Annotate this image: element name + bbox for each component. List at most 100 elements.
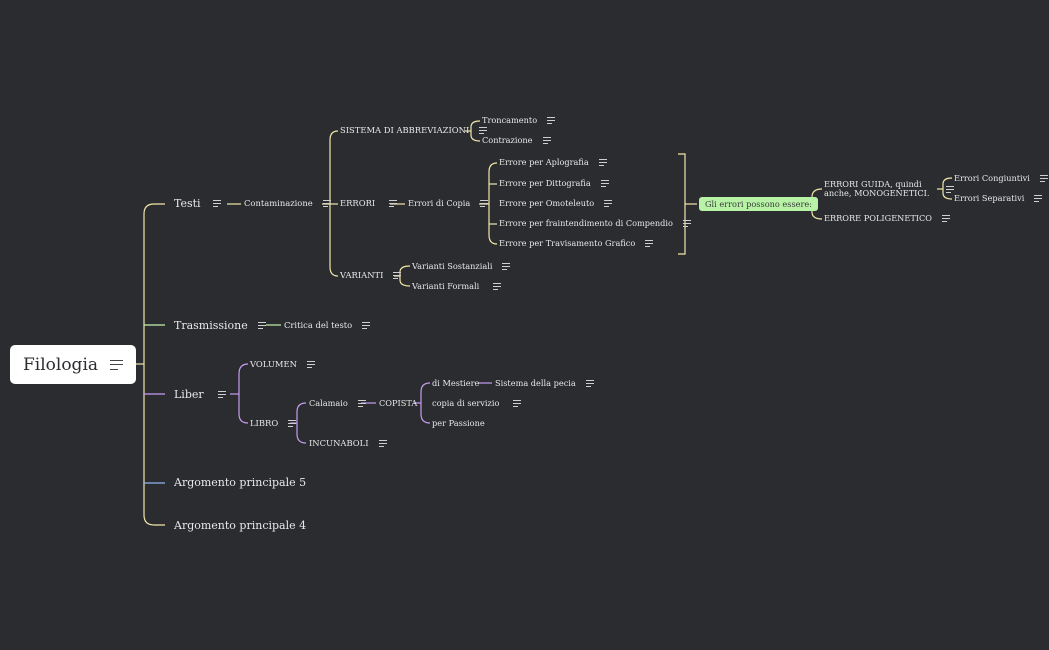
topic-argomento-5[interactable]: Argomento principale 5: [174, 477, 306, 488]
topic-argomento-4[interactable]: Argomento principale 4: [174, 520, 306, 531]
topic-label: Trasmissione: [174, 319, 248, 332]
node-label: Errori Separativi: [954, 193, 1025, 203]
node-congiuntivi[interactable]: Errori Congiuntivi: [954, 174, 1048, 182]
note-icon[interactable]: [480, 199, 489, 207]
node-omoteleuto[interactable]: Errore per Omoteleuto: [499, 198, 613, 208]
topic-liber[interactable]: Liber: [174, 389, 226, 400]
node-di-mestiere[interactable]: di Mestiere: [432, 379, 479, 387]
note-icon[interactable]: [288, 419, 297, 427]
note-icon[interactable]: [212, 200, 221, 207]
node-label: Errore per Travisamento Grafico: [499, 238, 636, 248]
note-icon[interactable]: [393, 271, 402, 279]
topic-label: Argomento principale 5: [174, 476, 307, 489]
note-icon[interactable]: [257, 322, 266, 329]
node-label: Contrazione: [482, 135, 533, 145]
node-varianti[interactable]: VARIANTI: [340, 271, 402, 279]
node-label: Errore per Omoteleuto: [499, 198, 595, 208]
note-icon[interactable]: [493, 282, 502, 290]
note-icon[interactable]: [502, 262, 511, 270]
note-icon[interactable]: [378, 439, 387, 447]
liber-connectors: [230, 363, 492, 444]
pill-label: Gli errori possono essere:: [705, 199, 813, 209]
note-icon[interactable]: [217, 391, 226, 398]
node-contaminazione[interactable]: Contaminazione: [244, 199, 331, 207]
node-label: di Mestiere: [432, 378, 480, 388]
node-separativi[interactable]: Errori Separativi: [954, 193, 1043, 203]
note-icon[interactable]: [479, 126, 488, 134]
node-varianti-sostanziali[interactable]: Varianti Sostanziali: [412, 261, 511, 271]
note-icon[interactable]: [547, 116, 556, 124]
node-label: Varianti Sostanziali: [412, 261, 493, 271]
note-icon[interactable]: [110, 359, 124, 370]
topic-label: Argomento principale 4: [174, 519, 307, 532]
note-icon[interactable]: [604, 199, 613, 207]
node-volumen[interactable]: VOLUMEN: [250, 360, 315, 368]
note-icon[interactable]: [945, 185, 954, 193]
topic-label: Testi: [174, 197, 201, 210]
root-node[interactable]: Filologia: [10, 345, 136, 384]
note-icon[interactable]: [600, 179, 609, 187]
node-dittografia[interactable]: Errore per Dittografia: [499, 179, 609, 187]
node-label: SISTEMA DI ABBREVIAZIONI: [340, 125, 470, 135]
root-connectors: [136, 203, 165, 526]
note-icon[interactable]: [585, 379, 594, 387]
note-icon[interactable]: [306, 360, 315, 368]
node-label: Errori Congiuntivi: [954, 173, 1030, 183]
node-sistema-abbreviazioni[interactable]: SISTEMA DI ABBREVIAZIONI: [340, 125, 488, 135]
node-errori-di-copia[interactable]: Errori di Copia: [408, 198, 489, 208]
note-icon[interactable]: [645, 239, 654, 247]
node-critica-del-testo[interactable]: Critica del testo: [284, 320, 371, 330]
node-label: Errore per Aplografia: [499, 157, 589, 167]
node-label-line: ERRORI GUIDA, quindi: [824, 179, 922, 189]
note-icon[interactable]: [362, 321, 371, 329]
node-label-line: anche, MONOGENETICI.: [824, 188, 930, 198]
node-label: Contaminazione: [244, 198, 313, 208]
node-label: Errori di Copia: [408, 198, 471, 208]
node-label: copia di servizio: [432, 398, 500, 408]
topic-testi[interactable]: Testi: [174, 198, 221, 209]
node-per-passione[interactable]: per Passione: [432, 419, 485, 427]
note-icon[interactable]: [598, 158, 607, 166]
node-errori[interactable]: ERRORI: [340, 198, 398, 208]
note-icon[interactable]: [942, 214, 950, 222]
node-label: LIBRO: [250, 418, 279, 428]
node-compendio[interactable]: Errore per fraintendimento di Compendio: [499, 219, 691, 227]
note-icon[interactable]: [682, 219, 691, 227]
node-label: Varianti Formali: [412, 281, 480, 291]
note-icon[interactable]: [1039, 174, 1048, 182]
node-contrazione[interactable]: Contrazione: [482, 136, 551, 144]
node-label: Errore per fraintendimento di Compendio: [499, 218, 673, 228]
node-label: Calamaio: [309, 398, 348, 408]
node-label: Critica del testo: [284, 320, 353, 330]
node-copista[interactable]: COPISTA: [379, 399, 417, 407]
note-icon[interactable]: [389, 199, 398, 207]
node-label: VOLUMEN: [250, 359, 297, 369]
summary-pill[interactable]: Gli errori possono essere:: [699, 197, 819, 211]
root-label: Filologia: [22, 354, 99, 375]
node-travisamento[interactable]: Errore per Travisamento Grafico: [499, 238, 654, 248]
node-aplografia[interactable]: Errore per Aplografia: [499, 158, 607, 166]
node-label: ERRORI: [340, 198, 376, 208]
node-sistema-pecia[interactable]: Sistema della pecia: [495, 379, 594, 387]
note-icon[interactable]: [1034, 194, 1043, 202]
note-icon[interactable]: [513, 399, 522, 407]
node-libro[interactable]: LIBRO: [250, 418, 297, 428]
note-icon[interactable]: [357, 399, 366, 407]
node-incunaboli[interactable]: INCUNABOLI: [309, 439, 387, 447]
node-label: ERRORE POLIGENETICO: [824, 213, 932, 223]
node-varianti-formali[interactable]: Varianti Formali: [412, 281, 502, 291]
node-copia-di-servizio[interactable]: copia di servizio: [432, 398, 522, 408]
node-label-wrap: ERRORI GUIDA, quindi anche, MONOGENETICI…: [824, 180, 930, 198]
node-poligenetico[interactable]: ERRORE POLIGENETICO: [824, 214, 950, 222]
topic-label: Liber: [174, 388, 204, 401]
topic-trasmissione[interactable]: Trasmissione: [174, 320, 266, 331]
testi-connectors: [227, 120, 953, 287]
note-icon[interactable]: [542, 136, 551, 144]
node-label: INCUNABOLI: [309, 438, 369, 448]
node-errori-guida[interactable]: ERRORI GUIDA, quindi anche, MONOGENETICI…: [824, 180, 954, 198]
node-calamaio[interactable]: Calamaio: [309, 399, 366, 407]
node-troncamento[interactable]: Troncamento: [482, 116, 556, 124]
note-icon[interactable]: [322, 199, 331, 207]
